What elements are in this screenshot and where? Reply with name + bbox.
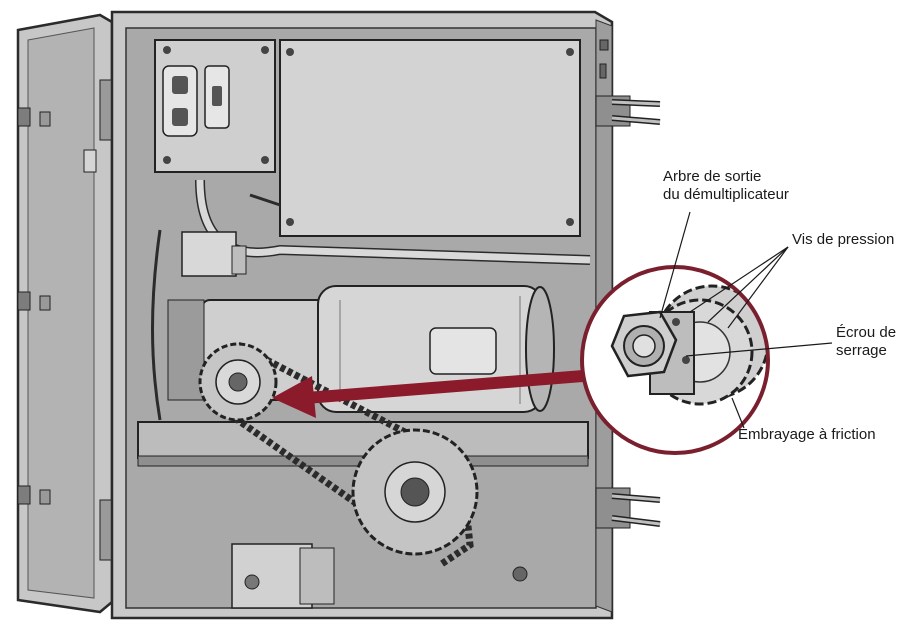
control-box-cover xyxy=(279,39,581,237)
hinge-bracket-top xyxy=(595,95,661,127)
label-output-shaft: Arbre de sortie du démultiplicateur xyxy=(663,168,789,204)
brake-plate xyxy=(231,543,335,609)
label-output-shaft-line1: Arbre de sortie xyxy=(663,168,762,185)
detail-magnifier-ring xyxy=(580,265,770,455)
label-lock-nut-line2: serrage xyxy=(836,342,887,359)
leader-set-screw-2 xyxy=(707,246,789,323)
pointer-arrow xyxy=(272,370,583,418)
label-lock-nut-line1: Écrou de xyxy=(836,324,897,341)
leader-lines xyxy=(659,211,833,429)
leader-output-shaft xyxy=(659,211,691,319)
cabinet-door xyxy=(16,13,119,614)
label-set-screws: Vis de pression xyxy=(792,231,895,248)
leader-set-screw-1 xyxy=(689,246,789,313)
label-output-shaft-line2: du démultiplicateur xyxy=(663,186,789,203)
label-lock-nut: Écrou de serrage xyxy=(836,324,896,360)
leader-lock-nut xyxy=(685,342,833,357)
hinge-bracket-bottom xyxy=(595,487,661,529)
outlet-box xyxy=(154,39,276,173)
leader-friction-clutch xyxy=(731,397,745,429)
friction-clutch-detail xyxy=(610,284,768,406)
bolt xyxy=(512,566,528,582)
small-sprocket xyxy=(198,342,278,422)
label-friction-clutch: Embrayage à friction xyxy=(738,426,876,443)
large-sprocket xyxy=(351,428,479,556)
capacitor-module xyxy=(181,231,247,277)
leader-set-screw-3 xyxy=(727,246,789,329)
